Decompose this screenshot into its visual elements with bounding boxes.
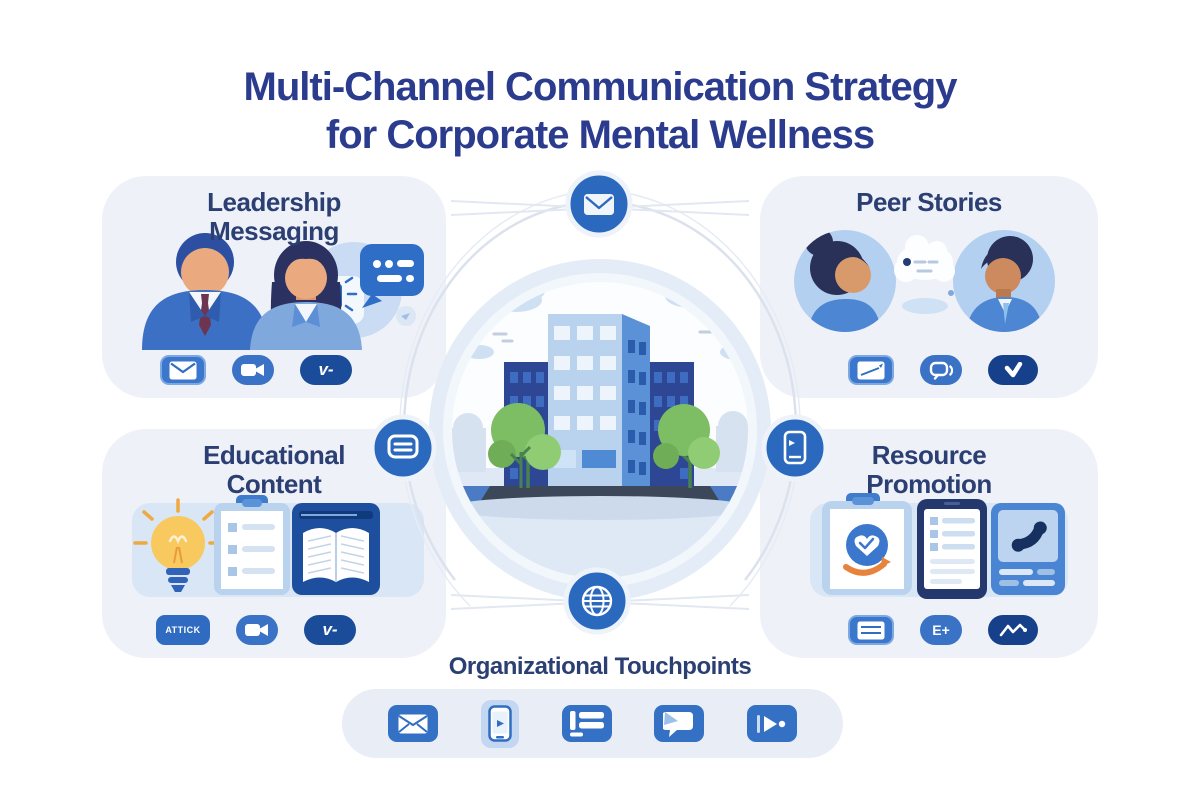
panel-educational-content: Educational Content ATTICK v- — [102, 429, 446, 658]
wellness-clipboard-icon — [822, 493, 912, 595]
educational-content-title: Educational Content — [203, 440, 345, 499]
footer-title: Organizational Touchpoints — [448, 653, 752, 680]
resource-promotion-illustration — [810, 493, 1068, 599]
ground-strip — [455, 486, 745, 504]
touchpoints-bar — [342, 689, 843, 758]
newsletter-badge-icon — [848, 355, 894, 385]
globe-icon — [581, 585, 613, 617]
video-camera-badge-icon — [232, 355, 274, 385]
email-icon — [388, 705, 438, 742]
check-badge-icon — [988, 355, 1038, 385]
resource-channel-badges: E+ — [774, 615, 1098, 645]
checklist-clipboard-icon — [214, 495, 290, 595]
smartphone-icon — [480, 699, 519, 748]
email-icon — [584, 194, 614, 215]
center-illustration — [429, 259, 771, 601]
voice-badge-icon: v- — [304, 615, 356, 645]
video-icon — [747, 705, 797, 742]
leadership-channel-badges: v- — [102, 355, 428, 385]
phone-support-icon — [991, 503, 1065, 595]
educational-channel-badges: ATTICK v- — [102, 615, 428, 645]
thought-cloud-icon — [894, 235, 955, 282]
resource-promotion-title: Resource Promotion — [866, 440, 992, 499]
connector-lines — [450, 200, 750, 610]
page-title: Multi-Channel Communication Strategy for… — [0, 63, 1200, 159]
page-title-line1: Multi-Channel Communication Strategy — [243, 64, 958, 109]
tree-icon — [488, 403, 720, 488]
email-badge-icon — [160, 355, 206, 385]
open-book-icon — [292, 503, 380, 595]
newsletter-badge-icon — [848, 615, 894, 645]
panel-peer-stories: Peer Stories — [760, 176, 1098, 398]
globe-node — [563, 567, 631, 635]
leadership-messaging-title: Leadership Messaging — [207, 187, 341, 246]
cloud-icon — [464, 282, 748, 360]
peer-stories-title: Peer Stories — [856, 187, 1002, 217]
panel-resource-promotion: Resource Promotion E+ — [760, 429, 1098, 658]
main-building — [548, 314, 650, 494]
peer-woman-avatar — [805, 230, 881, 332]
voice-badge-icon: v- — [300, 355, 352, 385]
panel-leadership-messaging: Leadership Messaging v- — [102, 176, 446, 398]
side-building — [504, 362, 694, 494]
peer-man-avatar — [966, 236, 1043, 332]
page-title-line2: for Corporate Mental Wellness — [325, 112, 875, 157]
video-camera-badge-icon — [236, 615, 278, 645]
peer-channel-badges — [774, 355, 1098, 385]
article-badge-icon: ATTICK — [156, 615, 210, 645]
resource-tablet-icon — [917, 499, 987, 599]
trend-badge-icon — [988, 615, 1038, 645]
building-platform — [480, 486, 720, 502]
connection-ring — [399, 189, 801, 607]
email-plus-badge-icon: E+ — [920, 615, 962, 645]
leader-man-avatar — [142, 233, 268, 350]
email-node — [565, 170, 633, 238]
chat-sync-badge-icon — [920, 355, 962, 385]
dome-silhouette — [452, 411, 748, 472]
educational-content-illustration — [132, 495, 424, 597]
chat-icon — [654, 705, 705, 742]
leader-woman-avatar — [250, 241, 362, 350]
peer-stories-illustration — [794, 230, 1055, 332]
list-icon — [561, 705, 612, 742]
